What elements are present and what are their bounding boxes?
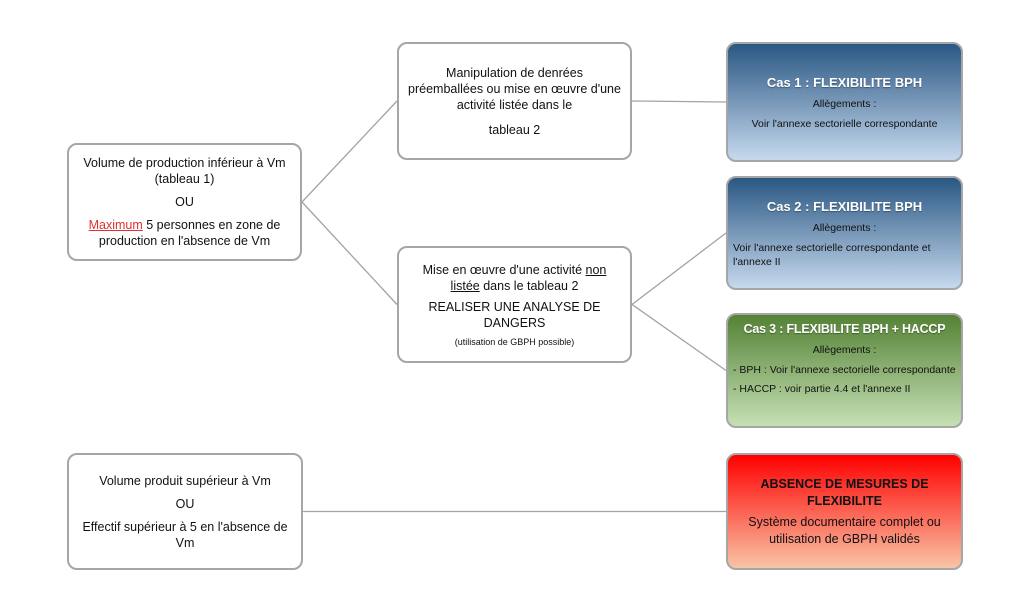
non-listee-underlined: non listée [450,262,607,293]
node-activity-listed: Manipulation de denrées préemballées ou … [397,42,632,160]
no-flexibility-body: Système documentaire complet ou utilisat… [748,514,941,546]
node-condition-large-production: Volume produit supérieur à Vm OU Effecti… [67,453,303,570]
activity-unlisted-pre: Mise en œuvre d'une activité [422,262,586,277]
case-1-subtitle: Allègements : [812,97,877,110]
condition-large-or: OU [175,496,195,511]
condition-small-or: OU [175,195,194,209]
gbph-note: (utilisation de GBPH possible) [454,336,575,347]
activity-listed-text: Manipulation de denrées préemballées ou … [408,65,621,112]
maximum-highlight: Maximum [88,218,143,232]
condition-large-line2: Effectif supérieur à 5 en l'absence de V… [82,519,288,550]
connector-condition-small-to-activity-unlisted [301,201,398,305]
condition-small-line2-rest: 5 personnes en zone de production en l'a… [98,218,281,248]
case-1-body: Voir l'annexe sectorielle correspondante [751,117,938,130]
case-1-title: Cas 1 : FLEXIBILITE BPH [766,74,923,90]
connector-activity-unlisted-to-case3 [631,303,727,372]
condition-small-line1: Volume de production inférieur à Vm (tab… [83,156,286,186]
no-flexibility-title: ABSENCE DE MESURES DE FLEXIBILITE [760,476,929,508]
case-2-body: Voir l'annexe sectorielle correspondante… [733,241,931,268]
node-case-3: Cas 3 : FLEXIBILITE BPH + HACCP Allègeme… [726,313,963,428]
node-activity-unlisted: Mise en œuvre d'une activité non listée … [397,246,632,363]
condition-small-line2: Maximum 5 personnes en zone de productio… [77,217,292,249]
case-3-item-bph: - BPH : Voir l'annexe sectorielle corres… [733,364,956,376]
connector-condition-small-to-activity-listed [301,100,398,203]
activity-unlisted-post: dans le tableau 2 [479,278,579,293]
node-case-1: Cas 1 : FLEXIBILITE BPH Allègements : Vo… [726,42,963,162]
node-condition-small-production: Volume de production inférieur à Vm (tab… [67,143,302,261]
activity-unlisted-text: Mise en œuvre d'une activité non listée … [407,262,622,294]
node-case-2: Cas 2 : FLEXIBILITE BPH Allègements : Vo… [726,176,963,290]
case-3-title: Cas 3 : FLEXIBILITE BPH + HACCP [743,322,946,336]
case-3-item-haccp: - HACCP : voir partie 4.4 et l'annexe II [733,383,911,395]
node-no-flexibility: ABSENCE DE MESURES DE FLEXIBILITE Systèm… [726,453,963,570]
connector-activity-unlisted-to-case2 [631,232,727,306]
case-2-title: Cas 2 : FLEXIBILITE BPH [766,198,923,214]
case-2-subtitle: Allègements : [812,221,877,234]
case-3-subtitle: Allègements : [812,344,877,356]
activity-listed-text-end: tableau 2 [488,122,541,137]
condition-large-line1: Volume produit supérieur à Vm [99,473,271,488]
hazard-analysis-action: REALISER UNE ANALYSE DE DANGERS [428,299,601,330]
case-3-items: - BPH : Voir l'annexe sectorielle corres… [733,363,956,396]
connector-activity-listed-to-case1 [631,100,727,103]
